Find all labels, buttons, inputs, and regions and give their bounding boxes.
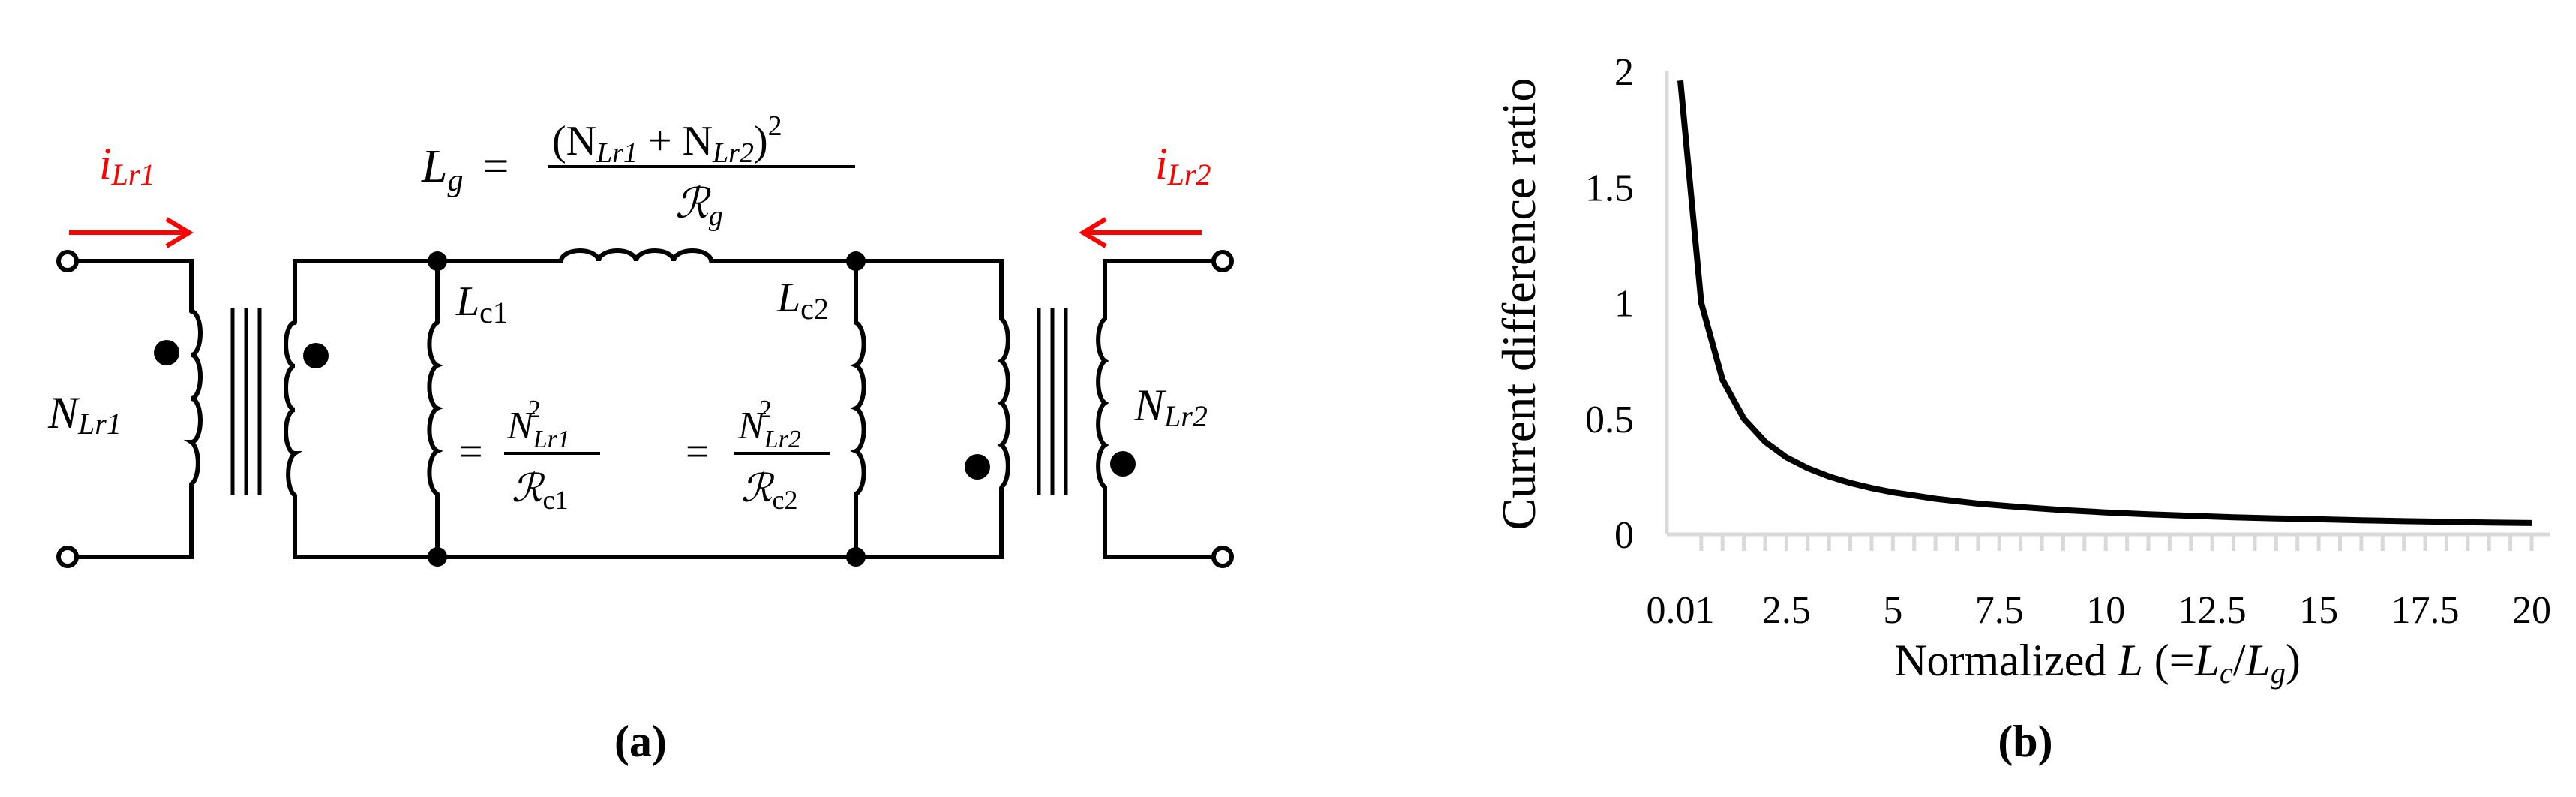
y-tick-label: 0 — [1614, 514, 1634, 557]
x-tick-label: 12.5 — [2178, 589, 2247, 632]
lc2-equals: = — [686, 429, 710, 475]
lg-equation-lhs: Lg= — [421, 141, 509, 198]
terminal-top-right — [1211, 250, 1234, 272]
winding-label-right: NLr2 — [1133, 380, 1208, 433]
dot-right-secondary — [965, 454, 990, 480]
lg-equation-numerator: (NLr1 + NLr2)2 — [552, 110, 782, 169]
junction-lc1-top — [428, 251, 447, 271]
terminal-bottom-right — [1211, 546, 1234, 568]
x-tick-label: 7.5 — [1975, 589, 2024, 632]
shunt-inductor-lc1 — [427, 320, 443, 496]
x-tick-label: 2.5 — [1762, 589, 1811, 632]
bus-bottom — [293, 486, 1004, 559]
chart: 0.01 2.5 5 7.5 10 12.5 15 17.5 20 0 0.5 1 1.5 2 Curr… — [1492, 51, 2551, 766]
winding-label-left: NLr1 — [47, 388, 122, 441]
left-secondary-coil — [284, 320, 302, 498]
caption-a: (a) — [614, 717, 667, 766]
series-line — [1677, 80, 2532, 526]
current-arrow-right — [1079, 217, 1202, 248]
lc1-numerator: NLr12 — [506, 395, 570, 453]
x-tick-label: 17.5 — [2391, 589, 2460, 632]
left-primary-wire-top — [74, 259, 194, 314]
bus-top-right — [709, 259, 1004, 321]
current-arrow-left — [69, 217, 194, 248]
lc2-label: Lc2 — [776, 275, 829, 326]
x-tick-label: 5 — [1883, 589, 1902, 632]
dot-right-primary — [1110, 451, 1136, 477]
y-tick-label: 2 — [1614, 51, 1634, 94]
terminal-top-left — [56, 250, 79, 272]
lc1-label: Lc1 — [455, 278, 508, 329]
right-primary-coil — [1096, 317, 1109, 489]
bus-top-left — [293, 259, 563, 325]
x-tick-label: 10 — [2086, 589, 2125, 632]
x-axis-ticks — [1699, 534, 2534, 551]
x-tick-label: 0.01 — [1647, 589, 1715, 632]
x-axis-tick-labels: 0.01 2.5 5 7.5 10 12.5 15 17.5 20 — [1647, 589, 2552, 632]
junction-lc2-bottom — [846, 547, 866, 567]
x-axis-label: Normalized L (=Lc/Lg) — [1894, 636, 2301, 690]
right-primary-wire-bottom — [1103, 485, 1216, 559]
left-primary-coil — [184, 309, 203, 486]
junction-lc1-bottom — [428, 547, 447, 567]
right-primary-wire-top — [1103, 259, 1216, 321]
current-label-left: iLr1 — [99, 139, 155, 191]
circuit-diagram: iLr1 iLr2 NLr1 NLr2 Lg= (NLr1 + NLr2)2 ℛ… — [47, 110, 1234, 766]
shunt-inductor-lc2 — [850, 320, 866, 496]
lc2-denominator: ℛc2 — [741, 468, 797, 515]
series-inductor-lg — [559, 248, 713, 262]
y-tick-label: 0.5 — [1585, 398, 1634, 441]
current-label-right: iLr2 — [1155, 139, 1211, 191]
x-tick-label: 20 — [2512, 589, 2551, 632]
right-secondary-coil — [997, 317, 1010, 489]
y-tick-label: 1.5 — [1585, 167, 1634, 209]
lc2-numerator: NLr22 — [737, 395, 801, 453]
lg-equation-denominator: ℛg — [675, 181, 723, 232]
x-tick-label: 15 — [2299, 589, 2338, 632]
terminal-bottom-left — [56, 546, 79, 568]
y-axis-tick-labels: 0 0.5 1 1.5 2 — [1585, 51, 1634, 557]
dot-left-secondary — [303, 343, 329, 368]
left-primary-wire-bottom — [74, 482, 194, 559]
y-tick-label: 1 — [1614, 283, 1634, 326]
dot-left-primary — [154, 340, 179, 365]
lc1-denominator: ℛc1 — [512, 468, 568, 515]
junction-lc2-top — [846, 251, 866, 271]
caption-b: (b) — [1998, 717, 2052, 766]
y-axis-label: Current difference ratio — [1492, 78, 1545, 531]
lc1-equals: = — [459, 429, 483, 475]
